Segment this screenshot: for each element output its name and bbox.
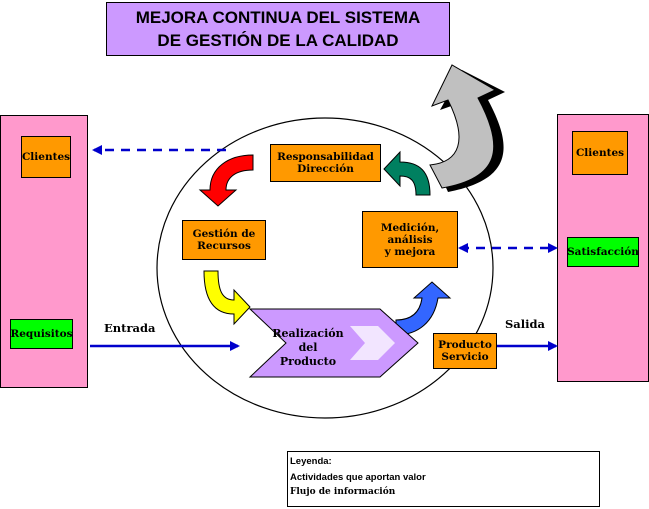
medicion-box: Medición, análisis y mejora bbox=[362, 211, 458, 268]
gray-continuous-improvement-arrow bbox=[429, 64, 505, 192]
responsabilidad-box: Responsabilidad Dirección bbox=[270, 144, 381, 182]
realizacion-label: Realización del Producto bbox=[272, 327, 344, 368]
gestion-recursos-box: Gestión de Recursos bbox=[182, 220, 266, 260]
left-clientes-label: Clientes bbox=[21, 151, 71, 163]
entrada-label: Entrada bbox=[104, 321, 156, 335]
improvement-cycle-circle bbox=[156, 117, 494, 419]
left-clientes-box: Clientes bbox=[21, 136, 71, 178]
producto-servicio-box: Producto Servicio bbox=[433, 333, 497, 369]
legend: Leyenda: Actividades que aportan valor F… bbox=[287, 451, 600, 507]
legend-info-flow: Flujo de información bbox=[290, 487, 396, 497]
teal-curved-arrow bbox=[383, 150, 431, 196]
blue-curved-arrow bbox=[395, 281, 452, 336]
yellow-curved-arrow bbox=[203, 270, 251, 326]
right-clientes-box: Clientes bbox=[572, 131, 628, 175]
legend-title: Leyenda: bbox=[290, 456, 332, 467]
requisitos-label: Requisitos bbox=[10, 328, 73, 340]
satisfaccion-box: Satisfacción bbox=[567, 237, 639, 267]
legend-value-activities: Actividades que aportan valor bbox=[290, 472, 426, 483]
requisitos-box: Requisitos bbox=[10, 319, 73, 349]
satisfaccion-label: Satisfacción bbox=[567, 246, 639, 258]
right-clientes-label: Clientes bbox=[575, 147, 625, 159]
diagram-title: MEJORA CONTINUA DEL SISTEMA DE GESTIÓN D… bbox=[106, 2, 450, 56]
salida-label: Salida bbox=[505, 317, 545, 331]
red-curved-arrow bbox=[198, 154, 254, 207]
